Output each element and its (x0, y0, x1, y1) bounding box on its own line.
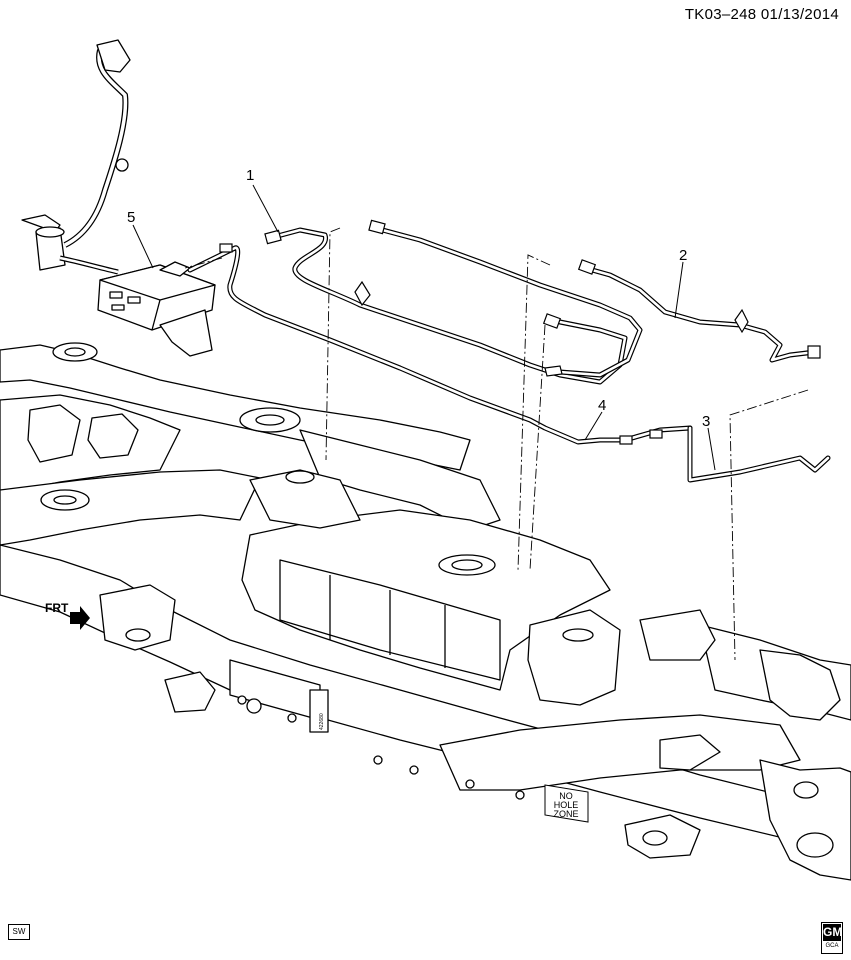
callout-1: 1 (246, 167, 254, 184)
gm-logo-icon: GM GCA (821, 922, 843, 954)
callout-5: 5 (127, 209, 135, 226)
no-hole-zone-line-1: NO (559, 791, 573, 801)
gm-logo-subtext: GCA (825, 943, 839, 949)
frame-stamp-number: 422680 (319, 713, 325, 730)
callout-leaders (132, 184, 716, 471)
gm-logo-text: GM (823, 924, 843, 941)
callout-2: 2 (679, 247, 687, 264)
pipe-connectors (219, 219, 821, 445)
no-hole-zone-line-3: ZONE (553, 809, 578, 819)
fuel-and-evap-pipes (187, 225, 831, 483)
routing-leader-lines (184, 227, 809, 661)
callout-4: 4 (598, 397, 606, 414)
front-direction-indicator: FRT (45, 601, 90, 630)
evap-canister-assembly (21, 39, 216, 357)
front-arrow-label: FRT (45, 601, 69, 615)
sw-badge: SW (8, 924, 30, 940)
callout-3: 3 (702, 413, 710, 430)
no-hole-zone-line-2: HOLE (554, 800, 579, 810)
diagram-reference-id: TK03–248 01/13/2014 (684, 6, 839, 23)
no-hole-zone-plate: NO HOLE ZONE (544, 784, 589, 823)
vehicle-frame (0, 342, 851, 881)
front-arrow-icon (70, 606, 90, 630)
